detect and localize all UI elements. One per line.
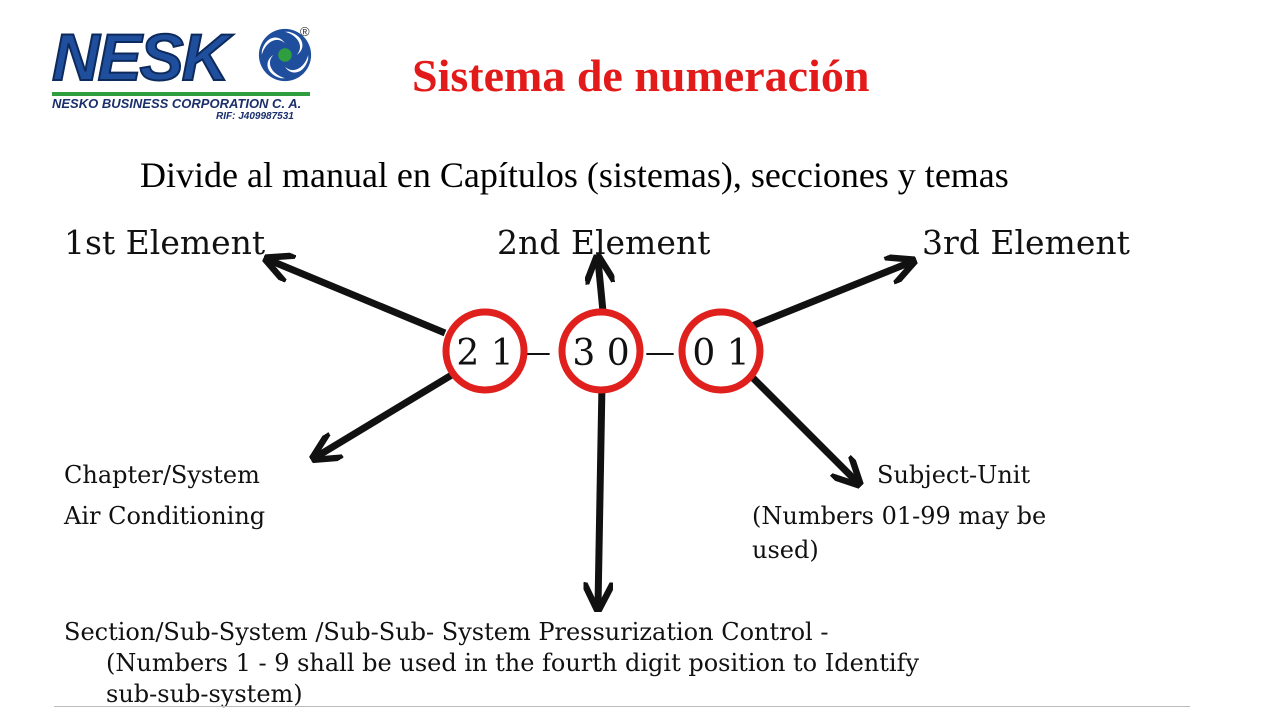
logo-corporation-name: NESKO BUSINESS CORPORATION C. A. — [52, 96, 302, 111]
chapter-code-circle — [442, 308, 528, 394]
page-title: Sistema de numeración — [412, 50, 870, 101]
section-description-line2: (Numbers 1 - 9 shall be used in the four… — [106, 649, 919, 677]
arrow-to-chapter — [316, 370, 457, 457]
subject-description-line1: Subject-Unit — [877, 461, 1030, 489]
subject-code: 0 1 — [692, 333, 749, 374]
logo-rif: RIF: J409987531 — [216, 111, 294, 122]
section-description-line1: Section/Sub-System /Sub-Sub- System Pres… — [64, 618, 828, 646]
third-element-label: 3rd Element — [922, 223, 1130, 262]
logo-underline — [52, 92, 310, 96]
swirl-icon — [258, 28, 312, 82]
arrow-to-first-element — [269, 260, 447, 337]
arrow-to-section — [598, 383, 602, 606]
second-element-label: 2nd Element — [497, 223, 710, 262]
section-code-circle — [558, 308, 644, 394]
bottom-divider — [54, 706, 1190, 707]
registered-mark: ® — [300, 24, 310, 39]
company-logo: NESK ® NESKO BUSINESS CORPORATION C. A. … — [51, 20, 322, 124]
subject-description-line3: used) — [752, 536, 819, 564]
code-separator-2: — — [645, 335, 675, 370]
section-description-line3: sub-sub-system) — [106, 680, 303, 708]
subject-code-circle — [678, 308, 764, 394]
chapter-description-line2: Air Conditioning — [63, 502, 265, 530]
chapter-description-line1: Chapter/System — [64, 461, 260, 489]
logo-wordmark: NESK — [51, 20, 230, 94]
section-code: 3 0 — [572, 333, 629, 374]
arrow-to-subject — [745, 370, 857, 482]
arrow-to-third-element — [750, 262, 911, 330]
subject-description-line2: (Numbers 01-99 may be — [752, 502, 1046, 530]
page-subtitle: Divide al manual en Capítulos (sistemas)… — [140, 155, 1009, 195]
first-element-label: 1st Element — [64, 223, 265, 262]
chapter-code: 2 1 — [456, 333, 513, 374]
